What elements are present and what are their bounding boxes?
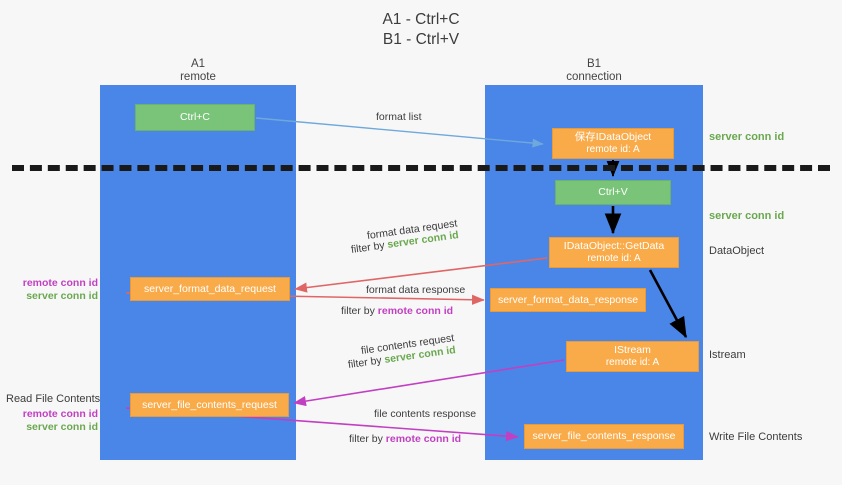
box-server-file-contents-response-label: server_file_contents_response: [532, 430, 676, 443]
annotation-conn-ids-format: remote conn id server conn id: [8, 277, 98, 303]
annotation-server-conn-id-top: server conn id: [709, 131, 785, 143]
edge-label-file-contents-response-filter: filter by remote conn id: [349, 433, 461, 446]
box-server-file-contents-request-label: server_file_contents_request: [142, 398, 277, 411]
edge-label-format-data-response: format data response: [366, 284, 466, 296]
box-getdata-line1: IDataObject::GetData: [563, 240, 665, 252]
box-server-format-data-response[interactable]: server_format_data_response: [490, 288, 646, 312]
box-server-file-contents-response[interactable]: server_file_contents_response: [524, 424, 684, 449]
box-idataobject-line1: 保存IDataObject: [574, 131, 652, 143]
annotation-server-conn-id-mid: server conn id: [709, 210, 785, 222]
box-ctrl-v-label: Ctrl+V: [598, 186, 628, 199]
box-istream-line2: remote id: A: [605, 356, 660, 368]
annotation-istream: Istream: [709, 349, 746, 361]
annotation-remote-conn-id: remote conn id: [22, 277, 98, 289]
edge-label-format-data-response-filter: filter by remote conn id: [341, 305, 453, 318]
edge-label-format-list: format list: [376, 111, 422, 123]
box-istream[interactable]: IStream remote id: A: [566, 341, 699, 372]
annotation-remote-conn-id: remote conn id: [22, 408, 98, 420]
box-istream-line1: IStream: [614, 344, 651, 356]
box-idataobject-line2: remote id: A: [586, 143, 640, 155]
filter-prefix: filter by: [349, 433, 386, 445]
lane-header-a1-name: A1: [190, 58, 206, 70]
box-getdata-line2: remote id: A: [587, 252, 641, 264]
filter-value-remote-conn-id: remote conn id: [385, 433, 462, 445]
box-ctrl-c-label: Ctrl+C: [179, 111, 211, 124]
box-server-format-data-request[interactable]: server_format_data_request: [130, 277, 290, 301]
lane-header-b1-role: connection: [566, 71, 622, 83]
annotation-read-file-contents: Read File Contents: [6, 393, 101, 405]
box-server-format-data-request-label: server_format_data_request: [144, 282, 276, 295]
phase-divider: [12, 165, 830, 171]
box-server-format-data-response-label: server_format_data_response: [497, 293, 639, 306]
filter-value-remote-conn-id: remote conn id: [377, 305, 454, 317]
filter-prefix: filter by: [350, 239, 389, 257]
lane-header-a1: A1 remote: [138, 58, 258, 84]
page-title: A1 - Ctrl+C B1 - Ctrl+V: [0, 10, 842, 50]
box-ctrl-c[interactable]: Ctrl+C: [135, 104, 255, 131]
box-idataobject-getdata[interactable]: IDataObject::GetData remote id: A: [549, 237, 679, 268]
annotation-write-file-contents: Write File Contents: [709, 431, 803, 443]
lane-header-a1-role: remote: [180, 71, 216, 83]
filter-prefix: filter by: [341, 305, 378, 317]
box-server-file-contents-request[interactable]: server_file_contents_request: [130, 393, 289, 417]
title-line-1: A1 - Ctrl+C: [382, 11, 460, 28]
annotation-conn-ids-file: remote conn id server conn id: [8, 408, 98, 434]
lane-header-b1: B1 connection: [534, 58, 654, 84]
annotation-server-conn-id: server conn id: [26, 421, 98, 433]
lane-header-b1-name: B1: [586, 58, 602, 70]
annotation-server-conn-id: server conn id: [26, 290, 98, 302]
box-idataobject[interactable]: 保存IDataObject remote id: A: [552, 128, 674, 159]
box-ctrl-v[interactable]: Ctrl+V: [555, 180, 671, 205]
filter-prefix: filter by: [347, 354, 386, 372]
edge-label-file-contents-response: file contents response: [374, 408, 477, 420]
annotation-dataobject: DataObject: [709, 245, 765, 257]
title-line-2: B1 - Ctrl+V: [382, 31, 460, 48]
